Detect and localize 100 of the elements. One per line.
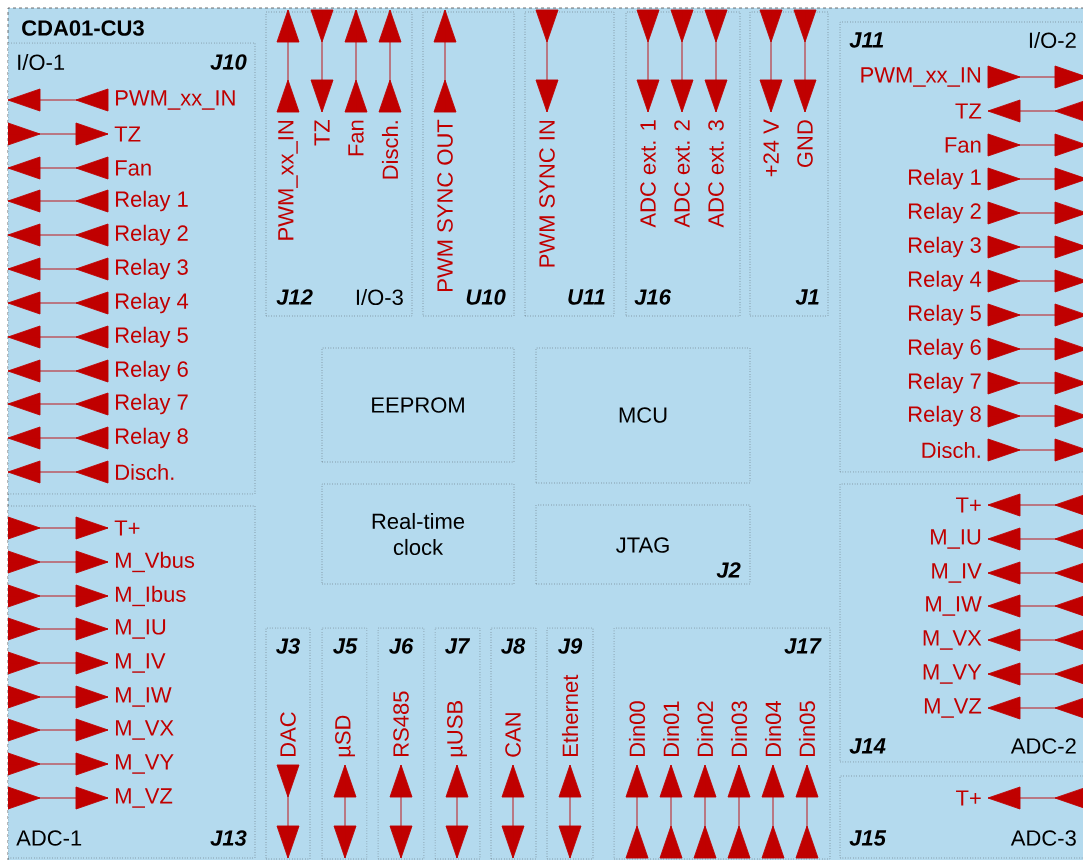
signal-label: PWM SYNC IN [539, 121, 555, 267]
signal-label: M_IU [116, 619, 166, 639]
signal-label: Relay 5 [116, 326, 188, 348]
connector-box [839, 483, 1083, 763]
signal-label: Din04 [764, 701, 782, 756]
connector-id: J10 [210, 54, 247, 70]
signal-label: TZ [955, 103, 982, 119]
signal-label: Relay 8 [909, 405, 981, 427]
connector-box [839, 775, 1083, 859]
connector-id: J8 [501, 638, 526, 654]
component-box [321, 483, 515, 585]
signal-label: M_VZ [116, 788, 173, 808]
signal-label: Relay 2 [909, 202, 981, 224]
connector-box [749, 11, 829, 317]
signal-label: Din01 [662, 701, 680, 756]
connector-box [8, 505, 256, 859]
connector-box [265, 11, 413, 317]
connector-box [8, 42, 256, 495]
signal-label: Relay 1 [116, 190, 188, 212]
component-label: EEPROM [372, 397, 464, 413]
connector-box [490, 627, 537, 860]
signal-label: Relay 1 [909, 168, 981, 190]
signal-label: Din02 [696, 701, 714, 756]
signal-label: Ethernet [561, 674, 579, 756]
connector-name: I/O-2 [1029, 31, 1076, 49]
connector-id: J1 [795, 289, 819, 305]
signal-label: Relay 5 [909, 304, 981, 326]
signal-label: M_IW [926, 596, 982, 616]
signal-label: GND [797, 120, 813, 167]
connector-box [377, 627, 425, 860]
connector-id: J6 [389, 638, 414, 654]
signal-label: PWM_xx_IN [116, 90, 235, 110]
connector-name: ADC-1 [16, 830, 82, 846]
connector-id: J14 [849, 738, 886, 754]
signal-label: T+ [956, 790, 981, 806]
signal-label: Din05 [798, 701, 816, 756]
signal-label: M_Ibus [116, 585, 186, 607]
connector-id: J16 [634, 289, 672, 305]
connector-id: J12 [276, 289, 313, 305]
connector-box [535, 504, 751, 585]
board-title: CDA01-CU3 [22, 20, 144, 36]
connector-name: I/O-3 [356, 288, 403, 306]
signal-label: Disch. [381, 121, 399, 179]
signal-label: M_VX [116, 720, 174, 740]
component-label: JTAG [616, 537, 669, 553]
component-box [321, 347, 515, 463]
signal-label: µSD [335, 715, 355, 757]
signal-label: Fan [945, 137, 981, 153]
signal-label: M_VY [116, 754, 174, 774]
signal-label: M_VY [923, 664, 982, 684]
signal-label: Disch. [922, 441, 980, 459]
connector-id: J15 [849, 830, 887, 846]
signal-label: µUSB [447, 701, 467, 757]
connector-box [321, 627, 368, 860]
connector-id: J3 [276, 638, 300, 654]
signal-label: M_IV [116, 653, 166, 673]
signal-label: ADC ext. 3 [708, 120, 724, 228]
signal-label: Fan [348, 120, 364, 156]
signal-label: Relay 8 [116, 427, 188, 449]
signal-label: PWM_xx_IN [861, 67, 980, 87]
connector-name: ADC-3 [1010, 830, 1076, 846]
signal-label: T+ [114, 520, 140, 536]
signal-label: M_VZ [924, 698, 982, 718]
connector-box [265, 627, 311, 860]
signal-label: PWM_xx_IN [278, 121, 298, 240]
signal-label: M_Vbus [116, 551, 195, 573]
connector-id: J13 [210, 830, 247, 846]
signal-label: Relay 6 [116, 360, 188, 382]
signal-label: Relay 6 [909, 338, 981, 360]
signal-label: M_IU [931, 529, 981, 549]
signal-label: RS485 [393, 691, 409, 756]
connector-id: J2 [716, 562, 741, 578]
connector-id: J11 [849, 32, 884, 48]
signal-label: Fan [116, 160, 151, 176]
connector-box [524, 11, 615, 317]
signal-label: TZ [114, 126, 141, 142]
component-label: Real-time clock [372, 512, 465, 556]
signal-label: Disch. [116, 463, 174, 481]
connector-id: J7 [445, 638, 471, 654]
signal-label: M_VX [923, 630, 982, 650]
connector-box [625, 11, 741, 317]
signal-label: PWM SYNC OUT [437, 119, 453, 291]
signal-label: ADC ext. 1 [640, 120, 656, 228]
component-label: MCU [619, 407, 667, 423]
signal-label: M_IV [932, 563, 982, 583]
signal-label: DAC [280, 712, 296, 756]
signal-label: Relay 2 [116, 224, 188, 246]
signal-label: Din00 [628, 701, 646, 756]
connector-id: U10 [466, 289, 506, 305]
signal-label: M_IW [116, 687, 172, 707]
connector-box [434, 627, 481, 860]
component-box [535, 347, 751, 484]
signal-label: ADC ext. 2 [674, 120, 690, 228]
signal-label: CAN [505, 713, 521, 757]
signal-label: Relay 4 [116, 292, 189, 314]
signal-label: Relay 7 [909, 372, 981, 394]
signal-label: Relay 7 [116, 393, 188, 415]
connector-id: U11 [568, 289, 605, 305]
signal-label: TZ [314, 119, 330, 146]
signal-label: Relay 4 [909, 270, 982, 292]
